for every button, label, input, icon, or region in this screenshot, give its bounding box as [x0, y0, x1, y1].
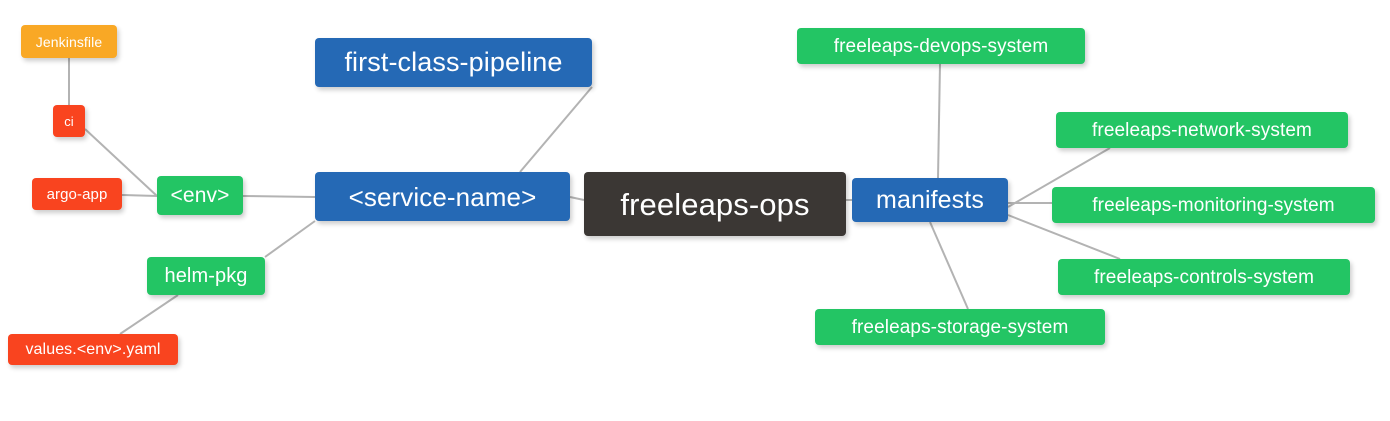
edge-service-name-to-freeleaps-ops	[569, 196, 585, 201]
node-label: Jenkinsfile	[35, 33, 103, 50]
node-label: freeleaps-controls-system	[1093, 266, 1315, 288]
edge-argo-app-to-env	[121, 194, 158, 197]
node-label: freeleaps-monitoring-system	[1092, 194, 1335, 216]
node-label: <service-name>	[348, 181, 537, 212]
edge-manifests-to-freeleaps-network-system	[1007, 147, 1111, 208]
node-values-env-yaml[interactable]: values.<env>.yaml	[8, 334, 178, 365]
edge-ci-to-env	[84, 128, 158, 197]
node-service-name[interactable]: <service-name>	[315, 172, 570, 221]
node-label: freeleaps-devops-system	[833, 35, 1049, 57]
node-freeleaps-controls-system[interactable]: freeleaps-controls-system	[1058, 259, 1350, 295]
edge-manifests-to-freeleaps-controls-system	[1007, 214, 1121, 260]
node-freeleaps-network-system[interactable]: freeleaps-network-system	[1056, 112, 1348, 148]
edge-service-name-to-helm-pkg	[264, 220, 316, 258]
node-freeleaps-ops[interactable]: freeleaps-ops	[584, 172, 846, 236]
node-first-class-pipeline[interactable]: first-class-pipeline	[315, 38, 592, 87]
edge-service-name-to-first-class-pipeline	[519, 86, 593, 173]
node-helm-pkg[interactable]: helm-pkg	[147, 257, 265, 295]
node-ci[interactable]: ci	[53, 105, 85, 137]
node-label: values.<env>.yaml	[25, 340, 161, 358]
node-argo-app[interactable]: argo-app	[32, 178, 122, 210]
node-label: argo-app	[46, 185, 108, 203]
node-label: freeleaps-ops	[620, 186, 810, 222]
node-freeleaps-devops-system[interactable]: freeleaps-devops-system	[797, 28, 1085, 64]
node-label: ci	[64, 113, 74, 129]
edge-helm-pkg-to-values-env-yaml	[119, 294, 179, 335]
node-jenkinsfile[interactable]: Jenkinsfile	[21, 25, 117, 58]
node-env[interactable]: <env>	[157, 176, 243, 215]
node-freeleaps-monitoring-system[interactable]: freeleaps-monitoring-system	[1052, 187, 1375, 223]
edge-manifests-to-freeleaps-devops-system	[937, 63, 941, 179]
node-label: first-class-pipeline	[344, 47, 563, 77]
node-label: manifests	[876, 185, 984, 214]
node-label: helm-pkg	[164, 265, 248, 287]
edge-env-to-service-name	[242, 195, 316, 198]
node-label: freeleaps-storage-system	[851, 316, 1069, 338]
node-label: freeleaps-network-system	[1092, 119, 1312, 141]
node-freeleaps-storage-system[interactable]: freeleaps-storage-system	[815, 309, 1105, 345]
node-manifests[interactable]: manifests	[852, 178, 1008, 222]
node-label: <env>	[170, 184, 230, 207]
edge-manifests-to-freeleaps-storage-system	[929, 221, 969, 310]
